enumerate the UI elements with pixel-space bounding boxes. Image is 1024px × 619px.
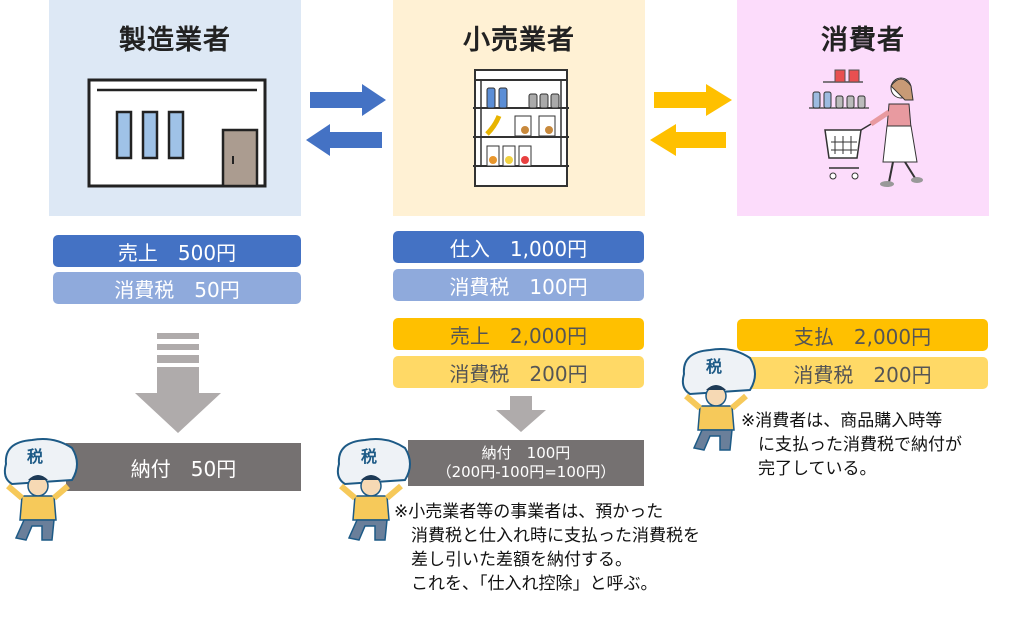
arrow-right-icon	[310, 84, 386, 116]
tax-bag-label: 税	[361, 447, 378, 466]
tax-bag-label: 税	[706, 357, 723, 376]
retailer-panel: 小売業者	[393, 0, 645, 216]
tax-bag-man-icon	[336, 438, 411, 541]
consumer-note: ※消費者は、商品購入時等 に支払った消費税で納付が 完了している。	[741, 411, 962, 479]
arrow-left-icon	[650, 124, 726, 156]
manufacturer-title: 製造業者	[119, 25, 231, 56]
manufacturer-payment-label: 納付 50円	[130, 456, 237, 481]
retailer-consumer-arrows	[650, 84, 732, 156]
retailer-sales-tax-bar: 消費税 200円	[393, 356, 644, 388]
retailer-payment-down-arrow-icon	[496, 396, 546, 432]
tax-bag-man-icon	[681, 348, 756, 451]
shopper-with-cart-icon	[809, 69, 923, 187]
retailer-payment-box: 納付 100円 （200円-100円=100円）	[408, 440, 644, 486]
tax-bag-label: 税	[27, 447, 44, 466]
manufacturer-sales-bar: 売上 500円	[53, 235, 301, 267]
manufacturer-panel: 製造業者	[49, 0, 301, 216]
store-shelf-icon	[473, 69, 569, 187]
retailer-title: 小売業者	[463, 25, 575, 56]
manufacturer-retailer-arrows	[306, 84, 386, 156]
arrow-left-icon	[306, 124, 382, 156]
arrow-right-icon	[654, 84, 732, 116]
consumer-payment-bar: 支払 2,000円	[737, 319, 988, 351]
retailer-sales-bar: 売上 2,000円	[393, 318, 644, 350]
retailer-note: ※小売業者等の事業者は、預かった 消費税と仕入れ時に支払った消費税を 差し引いた…	[394, 502, 700, 594]
consumer-tax-bar: 消費税 200円	[737, 357, 988, 389]
retailer-purchase-tax-bar: 消費税 100円	[393, 269, 644, 301]
retailer-payment-line1: 納付 100円	[481, 444, 571, 462]
factory-building-icon	[87, 78, 267, 188]
payment-down-arrow-icon	[135, 333, 221, 433]
retailer-purchase-bar: 仕入 1,000円	[393, 231, 644, 263]
consumer-panel: 消費者	[737, 0, 989, 216]
tax-bag-man-icon	[3, 438, 78, 541]
retailer-payment-line2: （200円-100円=100円）	[436, 463, 616, 481]
manufacturer-tax-bar: 消費税 50円	[53, 272, 301, 304]
manufacturer-payment-box: 納付 50円	[66, 443, 301, 491]
consumer-title: 消費者	[821, 25, 905, 56]
